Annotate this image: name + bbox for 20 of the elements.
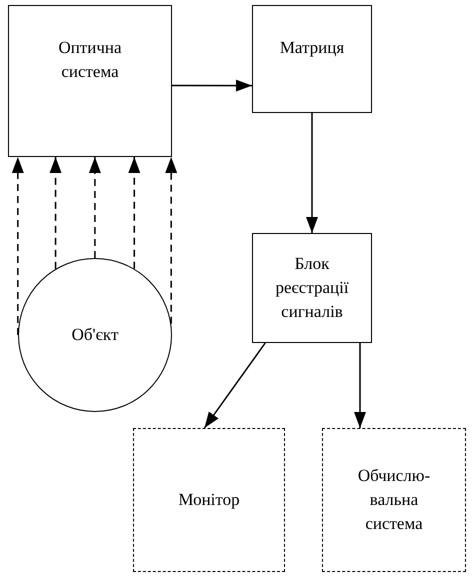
node-label: Монітор xyxy=(178,489,240,511)
arrow xyxy=(88,157,101,258)
node-label: Об'єкт xyxy=(72,324,118,346)
arrow xyxy=(128,157,140,269)
arrow xyxy=(172,80,252,92)
arrow xyxy=(204,342,266,428)
output-box xyxy=(322,428,466,572)
process-box xyxy=(252,233,372,343)
arrow xyxy=(165,157,178,324)
process-box xyxy=(252,5,372,113)
arrow xyxy=(306,113,318,233)
node-label: Блок реєстрації сигналів xyxy=(274,253,350,323)
arrow xyxy=(354,343,366,428)
arrow xyxy=(12,157,24,335)
process-box xyxy=(8,5,172,157)
output-box xyxy=(133,428,285,572)
node-label: Оптична система xyxy=(57,37,123,83)
node-label: Обчислю-вальна система xyxy=(356,465,432,535)
node-label: Матриця xyxy=(280,37,344,59)
arrow xyxy=(50,157,62,269)
